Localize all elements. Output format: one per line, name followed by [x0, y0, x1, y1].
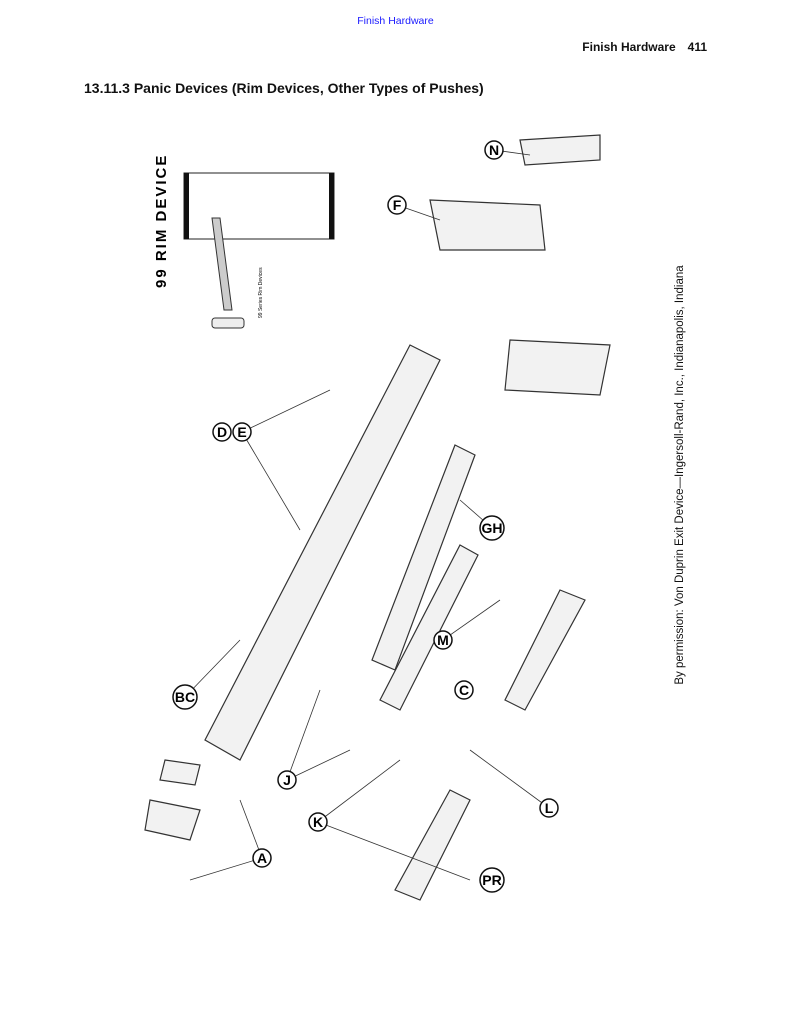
rim-device-inset	[211, 217, 245, 329]
callout-k: K	[308, 812, 328, 832]
callout-c: C	[454, 680, 474, 700]
callout-d: D	[212, 422, 232, 442]
svg-text:N: N	[489, 142, 499, 158]
running-title: Finish Hardware	[582, 40, 676, 54]
svg-text:L: L	[545, 800, 554, 816]
svg-text:M: M	[437, 632, 449, 648]
svg-text:PR: PR	[482, 872, 501, 888]
leader-lines	[184, 149, 550, 881]
callout-n: N	[484, 140, 504, 160]
running-header: Finish Hardware 411	[582, 40, 707, 54]
callout-pr: PR	[479, 867, 505, 893]
door-inset	[183, 172, 335, 240]
svg-text:BC: BC	[175, 689, 195, 705]
callout-j: J	[277, 770, 297, 790]
svg-text:K: K	[313, 814, 323, 830]
inset-caption: 99 Series Rim Devices	[258, 267, 264, 318]
svg-text:A: A	[257, 850, 267, 866]
svg-text:GH: GH	[482, 520, 503, 536]
callout-a: A	[252, 848, 272, 868]
callout-m: M	[433, 630, 453, 650]
device-parts	[144, 134, 611, 901]
svg-text:C: C	[459, 682, 469, 698]
header-link[interactable]: Finish Hardware	[357, 15, 434, 27]
page-number: 411	[687, 40, 707, 54]
svg-text:F: F	[393, 197, 402, 213]
svg-text:J: J	[283, 772, 291, 788]
callout-f: F	[387, 195, 407, 215]
figure-heading: 99 RIM DEVICE	[153, 154, 170, 288]
svg-text:E: E	[237, 424, 246, 440]
callout-bc: BC	[172, 684, 198, 710]
section-title: 13.11.3 Panic Devices (Rim Devices, Othe…	[84, 80, 484, 96]
callout-e: E	[232, 422, 252, 442]
callout-l: L	[539, 798, 559, 818]
svg-text:D: D	[217, 424, 227, 440]
callouts: N F D E BC J A K PR GH M C L	[172, 140, 559, 893]
callout-gh: GH	[479, 515, 505, 541]
